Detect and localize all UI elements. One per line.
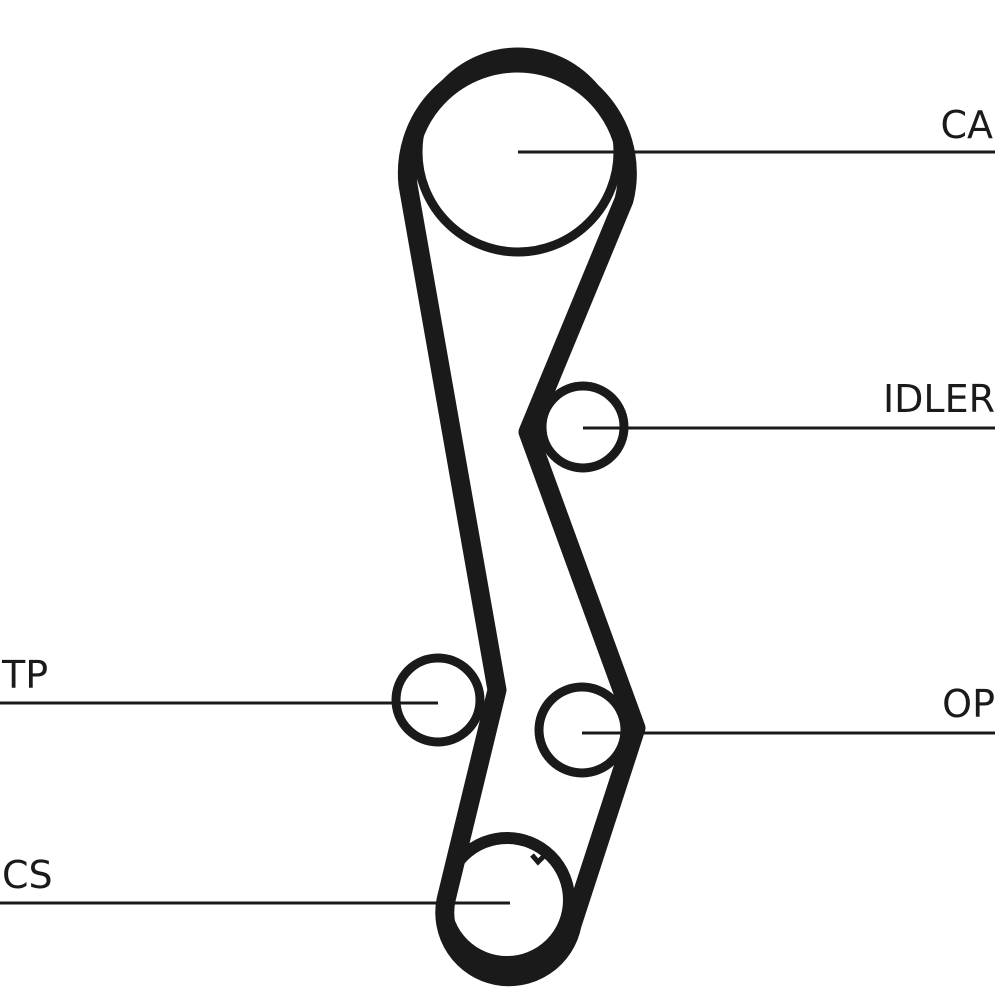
label-cs: CS xyxy=(2,853,53,897)
label-ca: CA xyxy=(940,103,993,147)
crankshaft-timing-mark xyxy=(530,853,546,866)
label-tp: TP xyxy=(1,653,48,697)
timing-belt xyxy=(397,53,646,987)
tensioner-pulley xyxy=(391,653,485,747)
label-op: OP xyxy=(942,682,995,726)
oil-pump-pulley xyxy=(534,682,630,778)
crankshaft-pulley xyxy=(439,832,575,968)
label-idler: IDLER xyxy=(883,377,995,421)
